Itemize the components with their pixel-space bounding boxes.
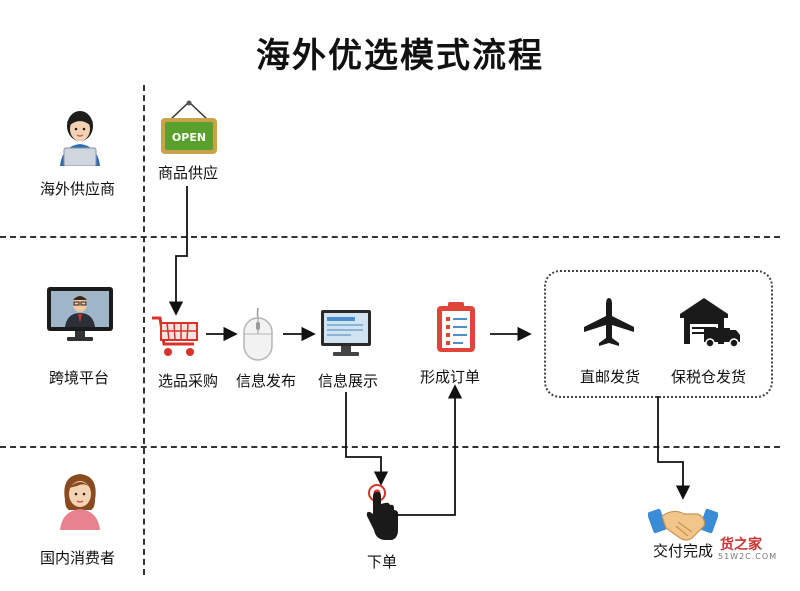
lane-divider-2 <box>0 446 780 448</box>
platform-presenter-monitor-icon <box>45 285 115 347</box>
order-clipboard-icon <box>435 300 477 358</box>
node-label-display: 信息展示 <box>318 372 379 390</box>
monitor-icon <box>319 308 373 362</box>
arrow-display-to-place-order <box>345 392 389 486</box>
consumer-woman-icon <box>55 470 105 534</box>
lane-label-overseas-supplier: 海外供应商 <box>40 180 116 198</box>
mouse-icon <box>240 306 276 366</box>
node-label-delivery: 交付完成 <box>653 542 714 560</box>
handshake-icon <box>647 496 719 552</box>
node-label-order-form: 形成订单 <box>420 368 481 386</box>
diagram-title: 海外优选模式流程 <box>256 36 544 76</box>
lane-label-platform: 跨境平台 <box>49 369 110 387</box>
open-sign-icon: OPEN <box>158 100 220 162</box>
node-label-place-order: 下单 <box>367 553 398 571</box>
open-sign-text: OPEN <box>172 131 206 144</box>
watermark-text: 货之家 <box>720 537 762 553</box>
node-label-supply: 商品供应 <box>158 164 219 182</box>
warehouse-truck-icon <box>678 296 742 352</box>
arrow-supply-to-purchase <box>168 186 188 316</box>
watermark-subtext: 51W2C.COM <box>718 552 778 561</box>
shopping-cart-icon <box>150 314 202 364</box>
finger-press-icon <box>364 484 400 546</box>
arrow-place-order-to-order-form <box>395 384 463 516</box>
airplane-icon <box>582 296 636 352</box>
node-label-publish: 信息发布 <box>236 372 297 390</box>
lane-label-consumer: 国内消费者 <box>40 549 116 567</box>
lane-label-divider <box>143 85 145 575</box>
node-label-purchase: 选品采购 <box>158 372 219 390</box>
overseas-supplier-person-icon <box>55 108 105 170</box>
node-label-bonded-ship: 保税仓发货 <box>671 368 747 386</box>
lane-divider-1 <box>0 236 780 238</box>
node-label-direct-ship: 直邮发货 <box>580 368 641 386</box>
